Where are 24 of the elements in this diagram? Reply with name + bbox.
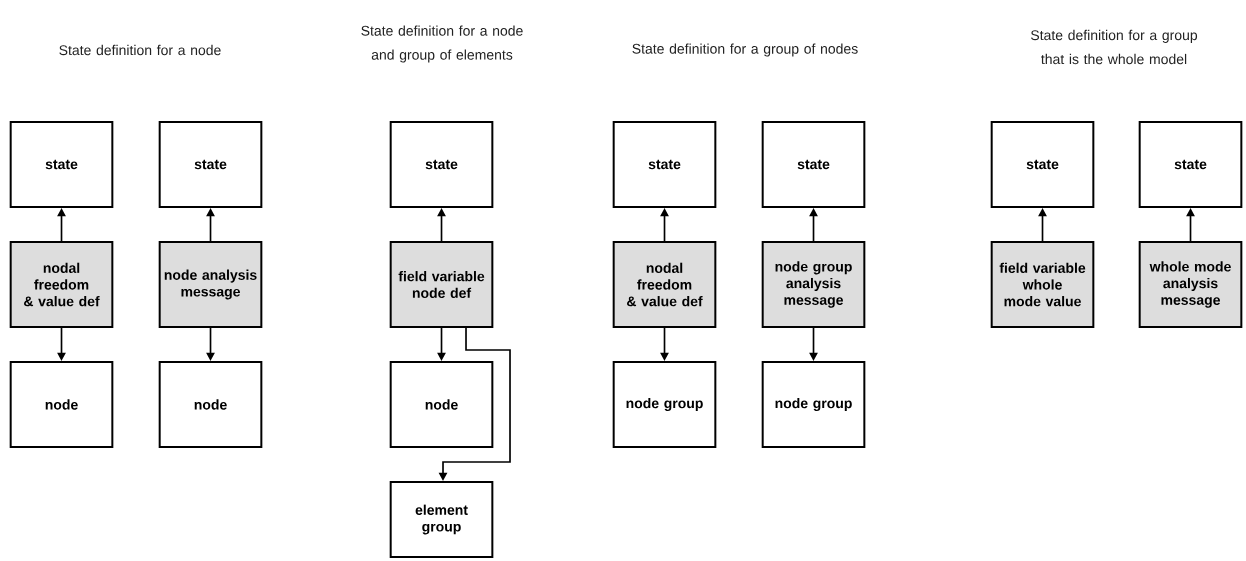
- entity-box: element group: [389, 481, 494, 558]
- section-heading: State definition for a group that is the whole model: [1031, 29, 1198, 65]
- process-box: whole mode analysis message: [1138, 241, 1243, 328]
- entity-box: state: [389, 121, 494, 208]
- entity-box: node: [9, 361, 114, 448]
- section-heading: State definition for a node: [59, 44, 221, 56]
- entity-box: state: [1138, 121, 1243, 208]
- entity-box: state: [9, 121, 114, 208]
- section-heading: State definition for a group of nodes: [632, 43, 858, 57]
- process-box: field variable node def: [389, 241, 494, 328]
- entity-box: state: [761, 121, 866, 208]
- process-box: nodal freedom & value def: [9, 241, 114, 328]
- entity-box: node: [389, 361, 494, 448]
- entity-box: node: [158, 361, 263, 448]
- entity-box: node group: [761, 361, 866, 448]
- process-box: field variable whole mode value: [990, 241, 1095, 328]
- process-box: node group analysis message: [761, 241, 866, 328]
- process-box: node analysis message: [158, 241, 263, 328]
- entity-box: state: [158, 121, 263, 208]
- entity-box: state: [990, 121, 1095, 208]
- entity-box: state: [612, 121, 717, 208]
- entity-box: node group: [612, 361, 717, 448]
- section-heading: State definition for a node and group of elements: [361, 25, 523, 63]
- process-box: nodal freedom & value def: [612, 241, 717, 328]
